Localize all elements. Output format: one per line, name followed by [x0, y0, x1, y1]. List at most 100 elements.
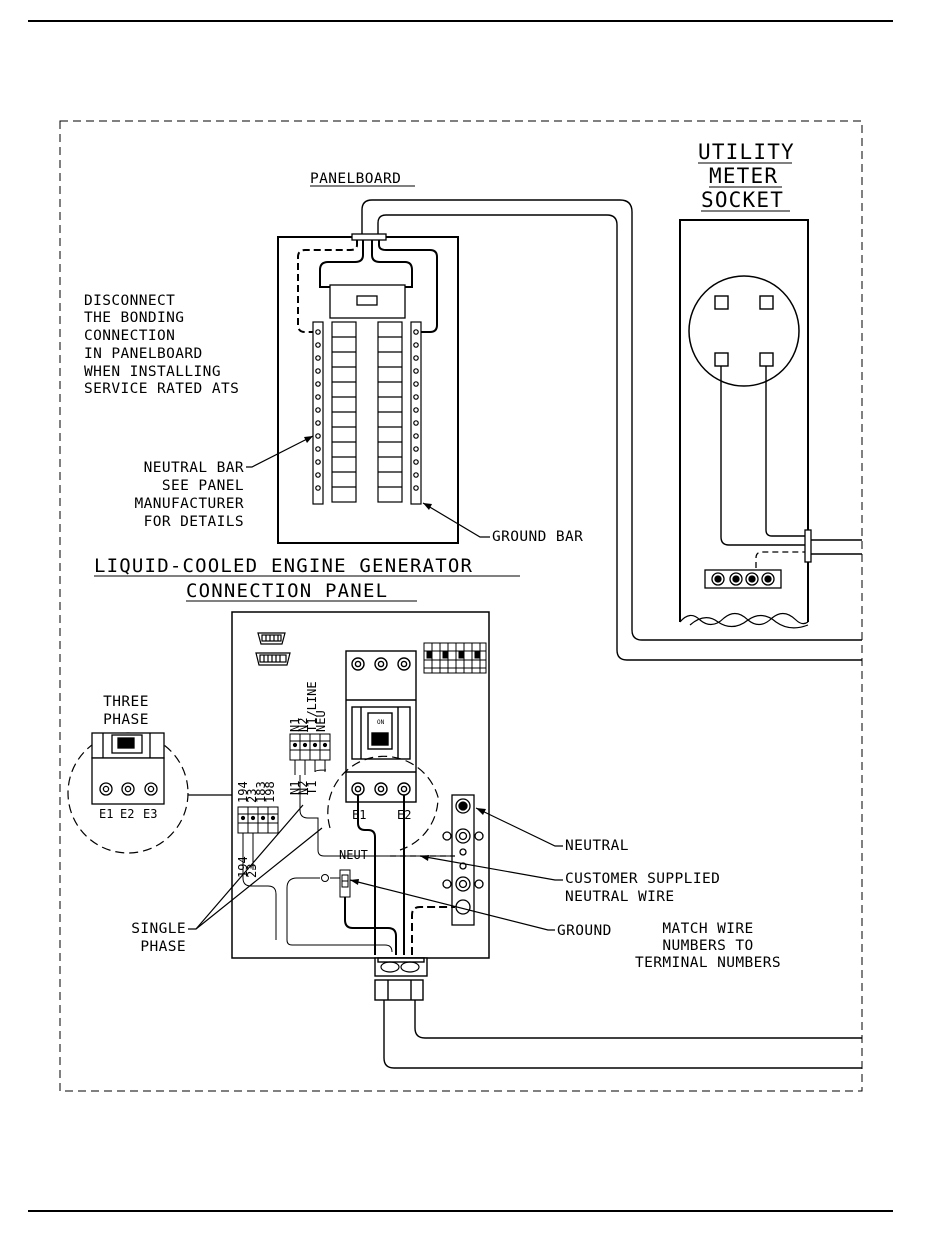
svg-text:NEU: NEU	[314, 710, 328, 732]
neutral-leader	[475, 807, 563, 847]
meter-jaw-3	[714, 352, 729, 367]
svg-text:DISCONNECT: DISCONNECT	[84, 293, 175, 309]
utility-title-1: UTILITY	[698, 140, 795, 164]
connection-panel-enclosure	[231, 611, 490, 959]
neutral-label: NEUTRAL	[565, 838, 629, 854]
ground-bar	[410, 321, 422, 505]
customer-neutral-leader	[419, 855, 563, 881]
panelboard-title: PANELBOARD	[310, 171, 401, 187]
generator-title-1: LIQUID-COOLED ENGINE GENERATOR	[94, 555, 473, 577]
svg-text:E3: E3	[143, 807, 157, 821]
ground-label: GROUND	[557, 923, 612, 939]
disconnect-note: DISCONNECT THE BONDING CONNECTION IN PAN…	[84, 293, 239, 397]
harness-to-conduit	[286, 939, 393, 953]
breaker-column-left	[331, 321, 357, 503]
meter-load-wires	[720, 366, 808, 546]
svg-text:SEE PANEL: SEE PANEL	[162, 478, 244, 494]
neutral-terminal-bar	[442, 794, 484, 926]
tb-top-labels: N1 N2 T1/LINE NEU	[288, 681, 328, 732]
svg-text:MANUFACTURER: MANUFACTURER	[134, 496, 244, 512]
customer-neutral-arrowhead	[420, 855, 429, 861]
generator-conduit-outer	[383, 1000, 862, 1069]
svg-text:THE BONDING: THE BONDING	[84, 310, 184, 326]
ground-arrowhead	[350, 879, 359, 885]
fitting-wire-end-1	[380, 961, 400, 973]
svg-text:NEUTRAL BAR: NEUTRAL BAR	[144, 460, 244, 476]
bonding-jumper-dashed	[297, 240, 358, 333]
svg-text:23: 23	[245, 864, 259, 878]
tb-mid2-labels: N1 N2 T1	[288, 781, 319, 795]
ground-bar-leader	[422, 502, 490, 538]
match-wire-note: MATCH WIRE NUMBERS TO TERMINAL NUMBERS	[635, 921, 781, 971]
svg-text:E2: E2	[120, 807, 134, 821]
neutral-arrowhead	[476, 808, 486, 815]
fitting-wire-end-2	[400, 961, 420, 973]
meter-neutral-terminal-block	[704, 569, 782, 589]
svg-text:E1: E1	[99, 807, 113, 821]
generator-breaker-on: ON	[377, 719, 385, 726]
three-phase-label-2: PHASE	[103, 712, 149, 728]
ground-lug	[339, 869, 351, 898]
svg-text:CONNECTION: CONNECTION	[84, 328, 175, 344]
ground-leader	[349, 879, 555, 931]
tb-mid-labels: 194 23 183 198	[236, 781, 277, 803]
svg-text:N1: N1	[288, 781, 302, 795]
ground-wire	[344, 897, 397, 955]
meter-jaw-1	[714, 295, 729, 310]
svg-text:FOR DETAILS: FOR DETAILS	[144, 514, 244, 530]
single-phase-detail-circle	[327, 755, 439, 851]
ground-bar-arrowhead	[423, 503, 432, 510]
meter-break-wave	[689, 614, 809, 629]
panelboard-conduit-fitting	[351, 233, 387, 241]
ground-dashed-wire	[411, 906, 455, 955]
neutral-bar-arrowhead	[304, 436, 313, 443]
customer-neutral-label-1: CUSTOMER SUPPLIED	[565, 871, 720, 887]
neutral-bar-leader	[246, 435, 314, 468]
utility-title-3: SOCKET	[701, 188, 784, 212]
svg-text:NUMBERS TO: NUMBERS TO	[662, 938, 753, 954]
svg-text:N1: N1	[288, 718, 302, 732]
three-phase-label-1: THREE	[103, 694, 149, 710]
panelboard-enclosure	[277, 236, 459, 544]
load-terminal-block	[289, 733, 331, 761]
control-wire-bundle	[242, 833, 277, 940]
svg-text:T1/LINE: T1/LINE	[305, 681, 319, 732]
neut-label: NEUT	[339, 848, 368, 862]
meter-jaw-2	[759, 295, 774, 310]
meter-neutral-dashed	[755, 551, 805, 568]
meter-conduit-fitting	[804, 529, 812, 563]
three-phase-breaker	[91, 732, 165, 805]
dashed-boundary	[59, 120, 863, 1092]
single-phase-label-1: SINGLE	[131, 921, 186, 937]
generator-load-wires	[357, 795, 405, 955]
main-breaker-handle	[356, 295, 378, 306]
svg-text:194: 194	[236, 781, 250, 803]
single-phase-label-2: PHASE	[140, 939, 186, 955]
single-phase-leader-2	[195, 804, 304, 930]
svg-text:198: 198	[263, 781, 277, 803]
neutral-bar-note: NEUTRAL BAR SEE PANEL MANUFACTURER FOR D…	[134, 460, 244, 530]
generator-main-breaker	[345, 650, 417, 803]
svg-text:TERMINAL NUMBERS: TERMINAL NUMBERS	[635, 955, 781, 971]
svg-text:SERVICE RATED ATS: SERVICE RATED ATS	[84, 381, 239, 397]
meter-socket-enclosure	[679, 219, 809, 622]
utility-title-2: METER	[709, 164, 778, 188]
neutral-bar	[312, 321, 324, 505]
svg-text:183: 183	[254, 781, 268, 803]
control-terminal-strip	[423, 642, 487, 674]
neutral-wire	[299, 775, 455, 857]
panelboard-conduit	[361, 199, 862, 641]
panelboard-conduit-outer	[377, 214, 862, 661]
main-breaker	[329, 284, 406, 319]
customer-neutral-label-2: NEUTRAL WIRE	[565, 889, 675, 905]
svg-text:WHEN INSTALLING: WHEN INSTALLING	[84, 364, 221, 380]
svg-text:N2: N2	[296, 718, 310, 732]
ground-bar-label: GROUND BAR	[492, 529, 583, 545]
svg-text:IN PANELBOARD: IN PANELBOARD	[84, 346, 203, 362]
generator-conduit-inner	[414, 1000, 862, 1039]
svg-text:23: 23	[245, 789, 259, 803]
tb-feed-wires	[294, 760, 326, 775]
control-terminal-block	[237, 806, 279, 834]
breaker-column-right	[377, 321, 403, 503]
